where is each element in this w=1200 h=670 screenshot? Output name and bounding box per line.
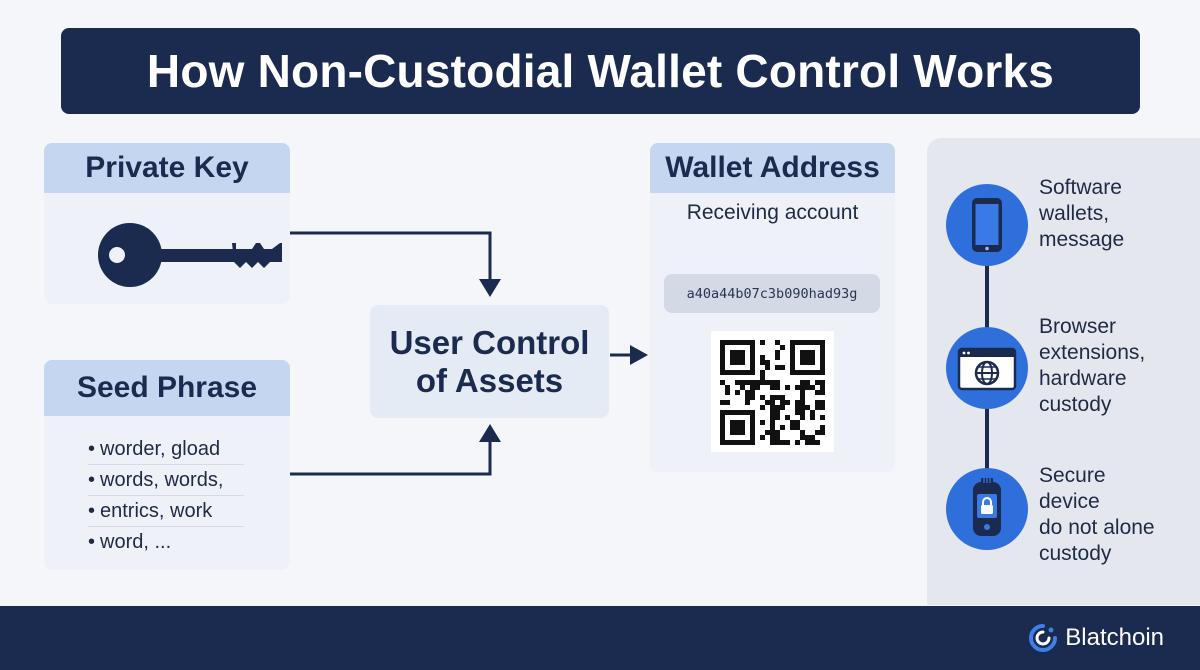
user-control-label: User Control of Assets xyxy=(389,323,590,399)
user-control-card: User Control of Assets xyxy=(370,305,609,418)
arrow-seed-to-control xyxy=(290,436,492,476)
arrowhead-right xyxy=(630,345,648,365)
smartphone-icon xyxy=(946,184,1028,266)
qr-code xyxy=(711,331,834,452)
browser-extensions-text: Browser extensions, hardware custody xyxy=(1039,315,1146,416)
seed-phrase-heading: Seed Phrase xyxy=(44,360,290,416)
private-key-heading: Private Key xyxy=(44,143,290,193)
wallet-address-heading: Wallet Address xyxy=(650,143,895,193)
list-item: •entrics, work xyxy=(88,496,244,527)
arrowhead-down xyxy=(479,279,501,297)
qr-code-icon xyxy=(720,340,825,445)
list-item: •worder, gload xyxy=(88,434,244,465)
footer-bar: Blatchoin xyxy=(0,606,1200,670)
wallet-address-value: a40a44b07c3b090had93g xyxy=(664,274,880,313)
hardware-wallet-lock-icon xyxy=(946,468,1028,550)
arrow-private-key-to-control xyxy=(290,231,492,286)
receiving-account-label: Receiving account xyxy=(686,201,859,224)
timeline-connector xyxy=(985,400,989,470)
seed-phrase-card: Seed Phrase •worder, gload •words, words… xyxy=(44,360,290,570)
list-item: •word, ... xyxy=(88,531,172,553)
wallet-types-panel: Software wallets, message Browser extens… xyxy=(927,138,1200,605)
software-wallets-text: Software wallets, message xyxy=(1039,176,1125,251)
brand-name: Blatchoin xyxy=(1065,624,1164,651)
wallet-address-card: Wallet Address Receiving account a40a44b… xyxy=(650,143,895,472)
browser-globe-icon xyxy=(946,327,1028,409)
page-title: How Non-Custodial Wallet Control Works xyxy=(146,45,1055,97)
private-key-body xyxy=(44,193,290,304)
arrowhead-up xyxy=(479,424,501,442)
title-banner: How Non-Custodial Wallet Control Works xyxy=(61,28,1140,114)
key-icon xyxy=(98,223,282,287)
private-key-card: Private Key xyxy=(44,143,290,304)
timeline-connector xyxy=(985,256,989,334)
secure-device-text: Secure device do not alone custody xyxy=(1039,464,1155,565)
seed-word-list: •worder, gload •words, words, •entrics, … xyxy=(44,416,290,557)
blatchoin-logo-icon xyxy=(1029,624,1058,652)
brand-logo: Blatchoin xyxy=(1029,624,1164,652)
list-item: •words, words, xyxy=(88,465,244,496)
